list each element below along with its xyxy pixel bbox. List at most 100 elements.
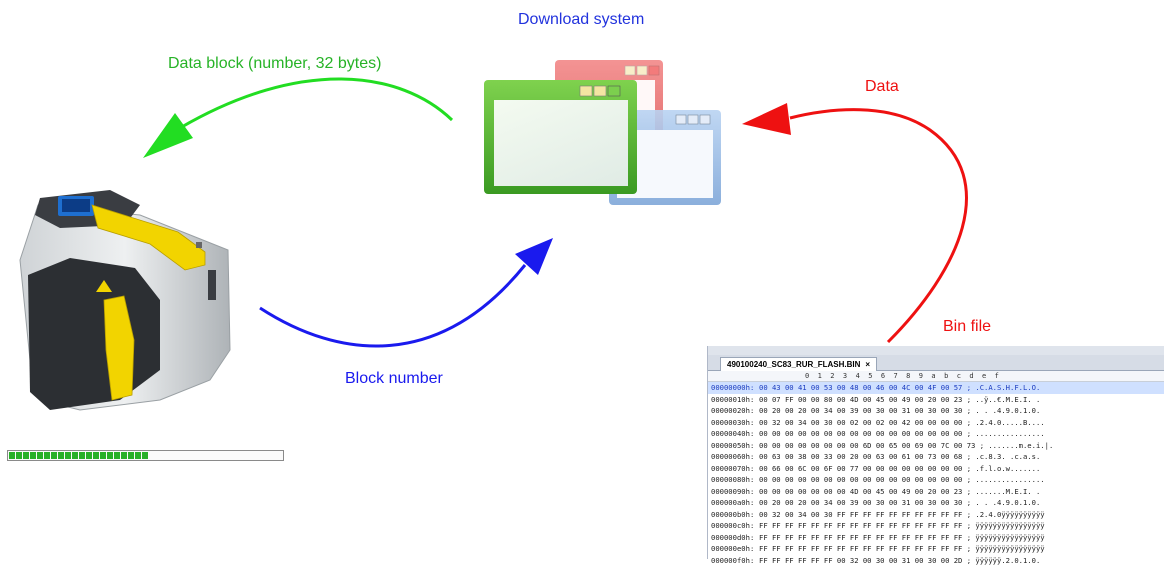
hex-row[interactable]: 00000020h:00 20 00 20 00 34 00 39 00 30 … — [708, 405, 1164, 417]
hex-ascii: ; ÿÿÿÿÿÿÿÿÿÿÿÿÿÿÿÿ — [967, 544, 1045, 553]
hex-bytes: 00 00 00 00 00 00 00 00 00 00 00 00 00 0… — [759, 429, 967, 438]
progress-segment — [65, 452, 71, 459]
progress-segment — [86, 452, 92, 459]
hex-address: 00000040h: — [711, 428, 759, 440]
hex-row[interactable]: 000000b0h:00 32 00 34 00 30 FF FF FF FF … — [708, 509, 1164, 521]
progress-segment — [58, 452, 64, 459]
hex-address: 00000020h: — [711, 405, 759, 417]
hex-address: 000000f0h: — [711, 555, 759, 566]
hex-address: 00000050h: — [711, 440, 759, 452]
hex-ascii: ; ..ÿ..€.M.E.I. . — [967, 395, 1041, 404]
hex-ascii: ; .C.A.S.H.F.L.O. — [967, 383, 1041, 392]
hex-column-header: 0 1 2 3 4 5 6 7 8 9 a b c d e f — [708, 371, 1164, 382]
progress-segment — [114, 452, 120, 459]
hex-address: 000000c0h: — [711, 520, 759, 532]
progress-segment — [16, 452, 22, 459]
green-window — [484, 80, 637, 194]
hex-editor-toolbar — [708, 346, 1164, 355]
progress-segment — [128, 452, 134, 459]
hex-ascii: ; ÿÿÿÿÿÿÿÿÿÿÿÿÿÿÿÿ — [967, 521, 1045, 530]
hex-editor-panel: 490100240_SC83_RUR_FLASH.BIN × 0 1 2 3 4 … — [707, 346, 1164, 559]
progress-segment — [51, 452, 57, 459]
download-system-windows — [484, 60, 721, 205]
hex-row[interactable]: 00000010h:00 07 FF 00 00 80 00 4D 00 45 … — [708, 394, 1164, 406]
tab-title: 490100240_SC83_RUR_FLASH.BIN — [727, 360, 860, 369]
progress-segment — [72, 452, 78, 459]
progress-segment — [135, 452, 141, 459]
hex-editor-tabbar: 490100240_SC83_RUR_FLASH.BIN × — [708, 355, 1164, 371]
progress-fill — [9, 452, 148, 459]
hex-bytes: 00 63 00 38 00 33 00 20 00 63 00 61 00 7… — [759, 452, 967, 461]
hex-rows: 00000000h:00 43 00 41 00 53 00 48 00 46 … — [708, 382, 1164, 566]
hex-row[interactable]: 00000090h:00 00 00 00 00 00 00 4D 00 45 … — [708, 486, 1164, 498]
progress-segment — [107, 452, 113, 459]
hex-ascii: ; .2.4.0ÿÿÿÿÿÿÿÿÿÿ — [967, 510, 1045, 519]
hex-bytes: 00 32 00 34 00 30 FF FF FF FF FF FF FF F… — [759, 510, 967, 519]
hex-bytes: 00 20 00 20 00 34 00 39 00 30 00 31 00 3… — [759, 406, 967, 415]
data-block-arrow — [143, 79, 452, 158]
hex-bytes: 00 00 00 00 00 00 00 00 00 00 00 00 00 0… — [759, 475, 967, 484]
hex-bytes: 00 00 00 00 00 00 00 00 6D 00 65 00 69 0… — [759, 441, 980, 450]
hex-bytes: FF FF FF FF FF FF FF FF FF FF FF FF FF F… — [759, 544, 967, 553]
hex-ascii: ; ................ — [967, 475, 1045, 484]
hex-row[interactable]: 00000060h:00 63 00 38 00 33 00 20 00 63 … — [708, 451, 1164, 463]
hex-address: 00000010h: — [711, 394, 759, 406]
hex-bytes: 00 43 00 41 00 53 00 48 00 46 00 4C 00 4… — [759, 383, 967, 392]
hex-ascii: ; ÿÿÿÿÿÿ.2.0.1.0. — [967, 556, 1041, 565]
hex-address: 000000d0h: — [711, 532, 759, 544]
progress-segment — [121, 452, 127, 459]
bill-acceptor-device — [20, 190, 230, 410]
progress-segment — [79, 452, 85, 459]
hex-row[interactable]: 00000040h:00 00 00 00 00 00 00 00 00 00 … — [708, 428, 1164, 440]
hex-ascii: ; . . .4.9.0.1.0. — [967, 498, 1041, 507]
hex-row[interactable]: 00000070h:00 66 00 6C 00 6F 00 77 00 00 … — [708, 463, 1164, 475]
progress-segment — [30, 452, 36, 459]
hex-bytes: 00 07 FF 00 00 80 00 4D 00 45 00 49 00 2… — [759, 395, 967, 404]
hex-address: 00000070h: — [711, 463, 759, 475]
hex-address: 00000090h: — [711, 486, 759, 498]
progress-segment — [100, 452, 106, 459]
progress-segment — [9, 452, 15, 459]
hex-ascii: ; .f.l.o.w....... — [967, 464, 1041, 473]
progress-segment — [23, 452, 29, 459]
hex-row[interactable]: 000000e0h:FF FF FF FF FF FF FF FF FF FF … — [708, 543, 1164, 555]
data-arrow — [742, 103, 966, 342]
hex-bytes: 00 00 00 00 00 00 00 4D 00 45 00 49 00 2… — [759, 487, 967, 496]
hex-ascii: ; . . .4.9.0.1.0. — [967, 406, 1041, 415]
block-number-arrow — [260, 238, 553, 346]
download-progress-bar — [7, 450, 284, 461]
tab-bin-file[interactable]: 490100240_SC83_RUR_FLASH.BIN × — [720, 357, 877, 371]
hex-bytes: FF FF FF FF FF FF 00 32 00 30 00 31 00 3… — [759, 556, 967, 565]
hex-row[interactable]: 00000050h:00 00 00 00 00 00 00 00 6D 00 … — [708, 440, 1164, 452]
hex-bytes: 00 66 00 6C 00 6F 00 77 00 00 00 00 00 0… — [759, 464, 967, 473]
hex-address: 000000e0h: — [711, 543, 759, 555]
hex-row[interactable]: 000000a0h:00 20 00 20 00 34 00 39 00 30 … — [708, 497, 1164, 509]
hex-row[interactable]: 00000000h:00 43 00 41 00 53 00 48 00 46 … — [708, 382, 1164, 394]
hex-row[interactable]: 000000d0h:FF FF FF FF FF FF FF FF FF FF … — [708, 532, 1164, 544]
close-icon[interactable]: × — [865, 360, 870, 369]
hex-bytes: 00 20 00 20 00 34 00 39 00 30 00 31 00 3… — [759, 498, 967, 507]
hex-address: 00000080h: — [711, 474, 759, 486]
hex-address: 00000000h: — [711, 382, 759, 394]
hex-row[interactable]: 000000f0h:FF FF FF FF FF FF 00 32 00 30 … — [708, 555, 1164, 566]
progress-segment — [93, 452, 99, 459]
progress-segment — [44, 452, 50, 459]
hex-row[interactable]: 00000030h:00 32 00 34 00 30 00 02 00 02 … — [708, 417, 1164, 429]
hex-row[interactable]: 000000c0h:FF FF FF FF FF FF FF FF FF FF … — [708, 520, 1164, 532]
hex-ascii: ; .2.4.0.....B.... — [967, 418, 1045, 427]
hex-ascii: ; .......M.E.I. . — [967, 487, 1041, 496]
hex-address: 000000b0h: — [711, 509, 759, 521]
hex-ascii: ; .c.8.3. .c.a.s. — [967, 452, 1041, 461]
progress-segment — [142, 452, 148, 459]
hex-bytes: FF FF FF FF FF FF FF FF FF FF FF FF FF F… — [759, 533, 967, 542]
hex-ascii: ; ................ — [967, 429, 1045, 438]
hex-address: 000000a0h: — [711, 497, 759, 509]
progress-segment — [37, 452, 43, 459]
hex-bytes: FF FF FF FF FF FF FF FF FF FF FF FF FF F… — [759, 521, 967, 530]
hex-address: 00000030h: — [711, 417, 759, 429]
hex-row[interactable]: 00000080h:00 00 00 00 00 00 00 00 00 00 … — [708, 474, 1164, 486]
hex-address: 00000060h: — [711, 451, 759, 463]
hex-bytes: 00 32 00 34 00 30 00 02 00 02 00 42 00 0… — [759, 418, 967, 427]
hex-ascii: ; ÿÿÿÿÿÿÿÿÿÿÿÿÿÿÿÿ — [967, 533, 1045, 542]
hex-ascii: ; .......m.e.i.|. — [980, 441, 1054, 450]
